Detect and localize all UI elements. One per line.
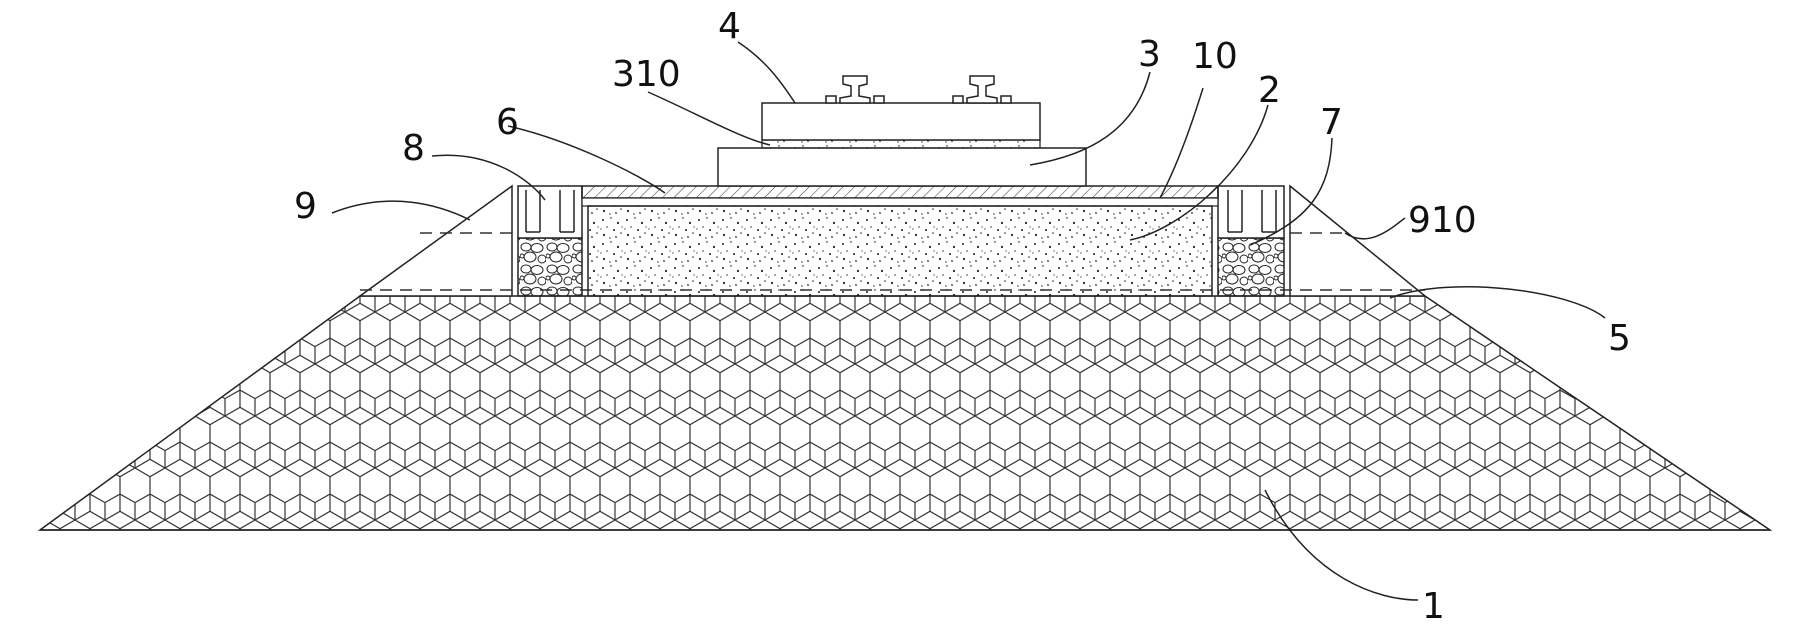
label-910: 910 bbox=[1408, 200, 1477, 241]
mortar-layer bbox=[761, 139, 1041, 149]
leader-line-2 bbox=[1129, 104, 1269, 241]
leader-line-6 bbox=[507, 125, 666, 194]
leader-line-4 bbox=[737, 41, 796, 104]
label-5: 5 bbox=[1608, 318, 1631, 359]
leader-line-7 bbox=[1249, 137, 1333, 246]
leader-line-910 bbox=[1344, 217, 1406, 240]
label-7: 7 bbox=[1320, 102, 1343, 143]
label-4: 4 bbox=[718, 6, 741, 47]
leader-line-9 bbox=[331, 200, 471, 221]
label-1: 1 bbox=[1422, 586, 1445, 627]
stone-drain-left bbox=[517, 237, 583, 297]
leader-line-10 bbox=[1159, 87, 1204, 199]
label-10: 10 bbox=[1192, 36, 1238, 77]
leader-line-1 bbox=[1264, 489, 1419, 601]
leader-line-310 bbox=[647, 91, 771, 146]
label-8: 8 bbox=[402, 128, 425, 169]
leader-line-8 bbox=[431, 154, 546, 201]
label-2: 2 bbox=[1258, 70, 1281, 111]
rail-left bbox=[825, 75, 885, 104]
graded-fill-layer bbox=[587, 205, 1213, 297]
drain-channel-left bbox=[517, 185, 583, 239]
label-3: 3 bbox=[1138, 34, 1161, 75]
drain-channel-right bbox=[1217, 185, 1285, 239]
rail-right bbox=[952, 75, 1012, 104]
shoulder-left bbox=[357, 184, 513, 297]
base-plate bbox=[717, 147, 1087, 187]
waterproof-layer bbox=[581, 197, 1219, 207]
label-310: 310 bbox=[612, 54, 681, 95]
leader-line-5 bbox=[1389, 286, 1606, 319]
stone-drain-right bbox=[1217, 237, 1285, 297]
label-6: 6 bbox=[496, 102, 519, 143]
shoulder-right bbox=[1289, 184, 1428, 297]
embankment-body bbox=[37, 295, 1773, 531]
label-9: 9 bbox=[294, 186, 317, 227]
track-slab bbox=[761, 102, 1041, 141]
leader-line-3 bbox=[1029, 71, 1151, 166]
surface-layer bbox=[581, 185, 1219, 199]
